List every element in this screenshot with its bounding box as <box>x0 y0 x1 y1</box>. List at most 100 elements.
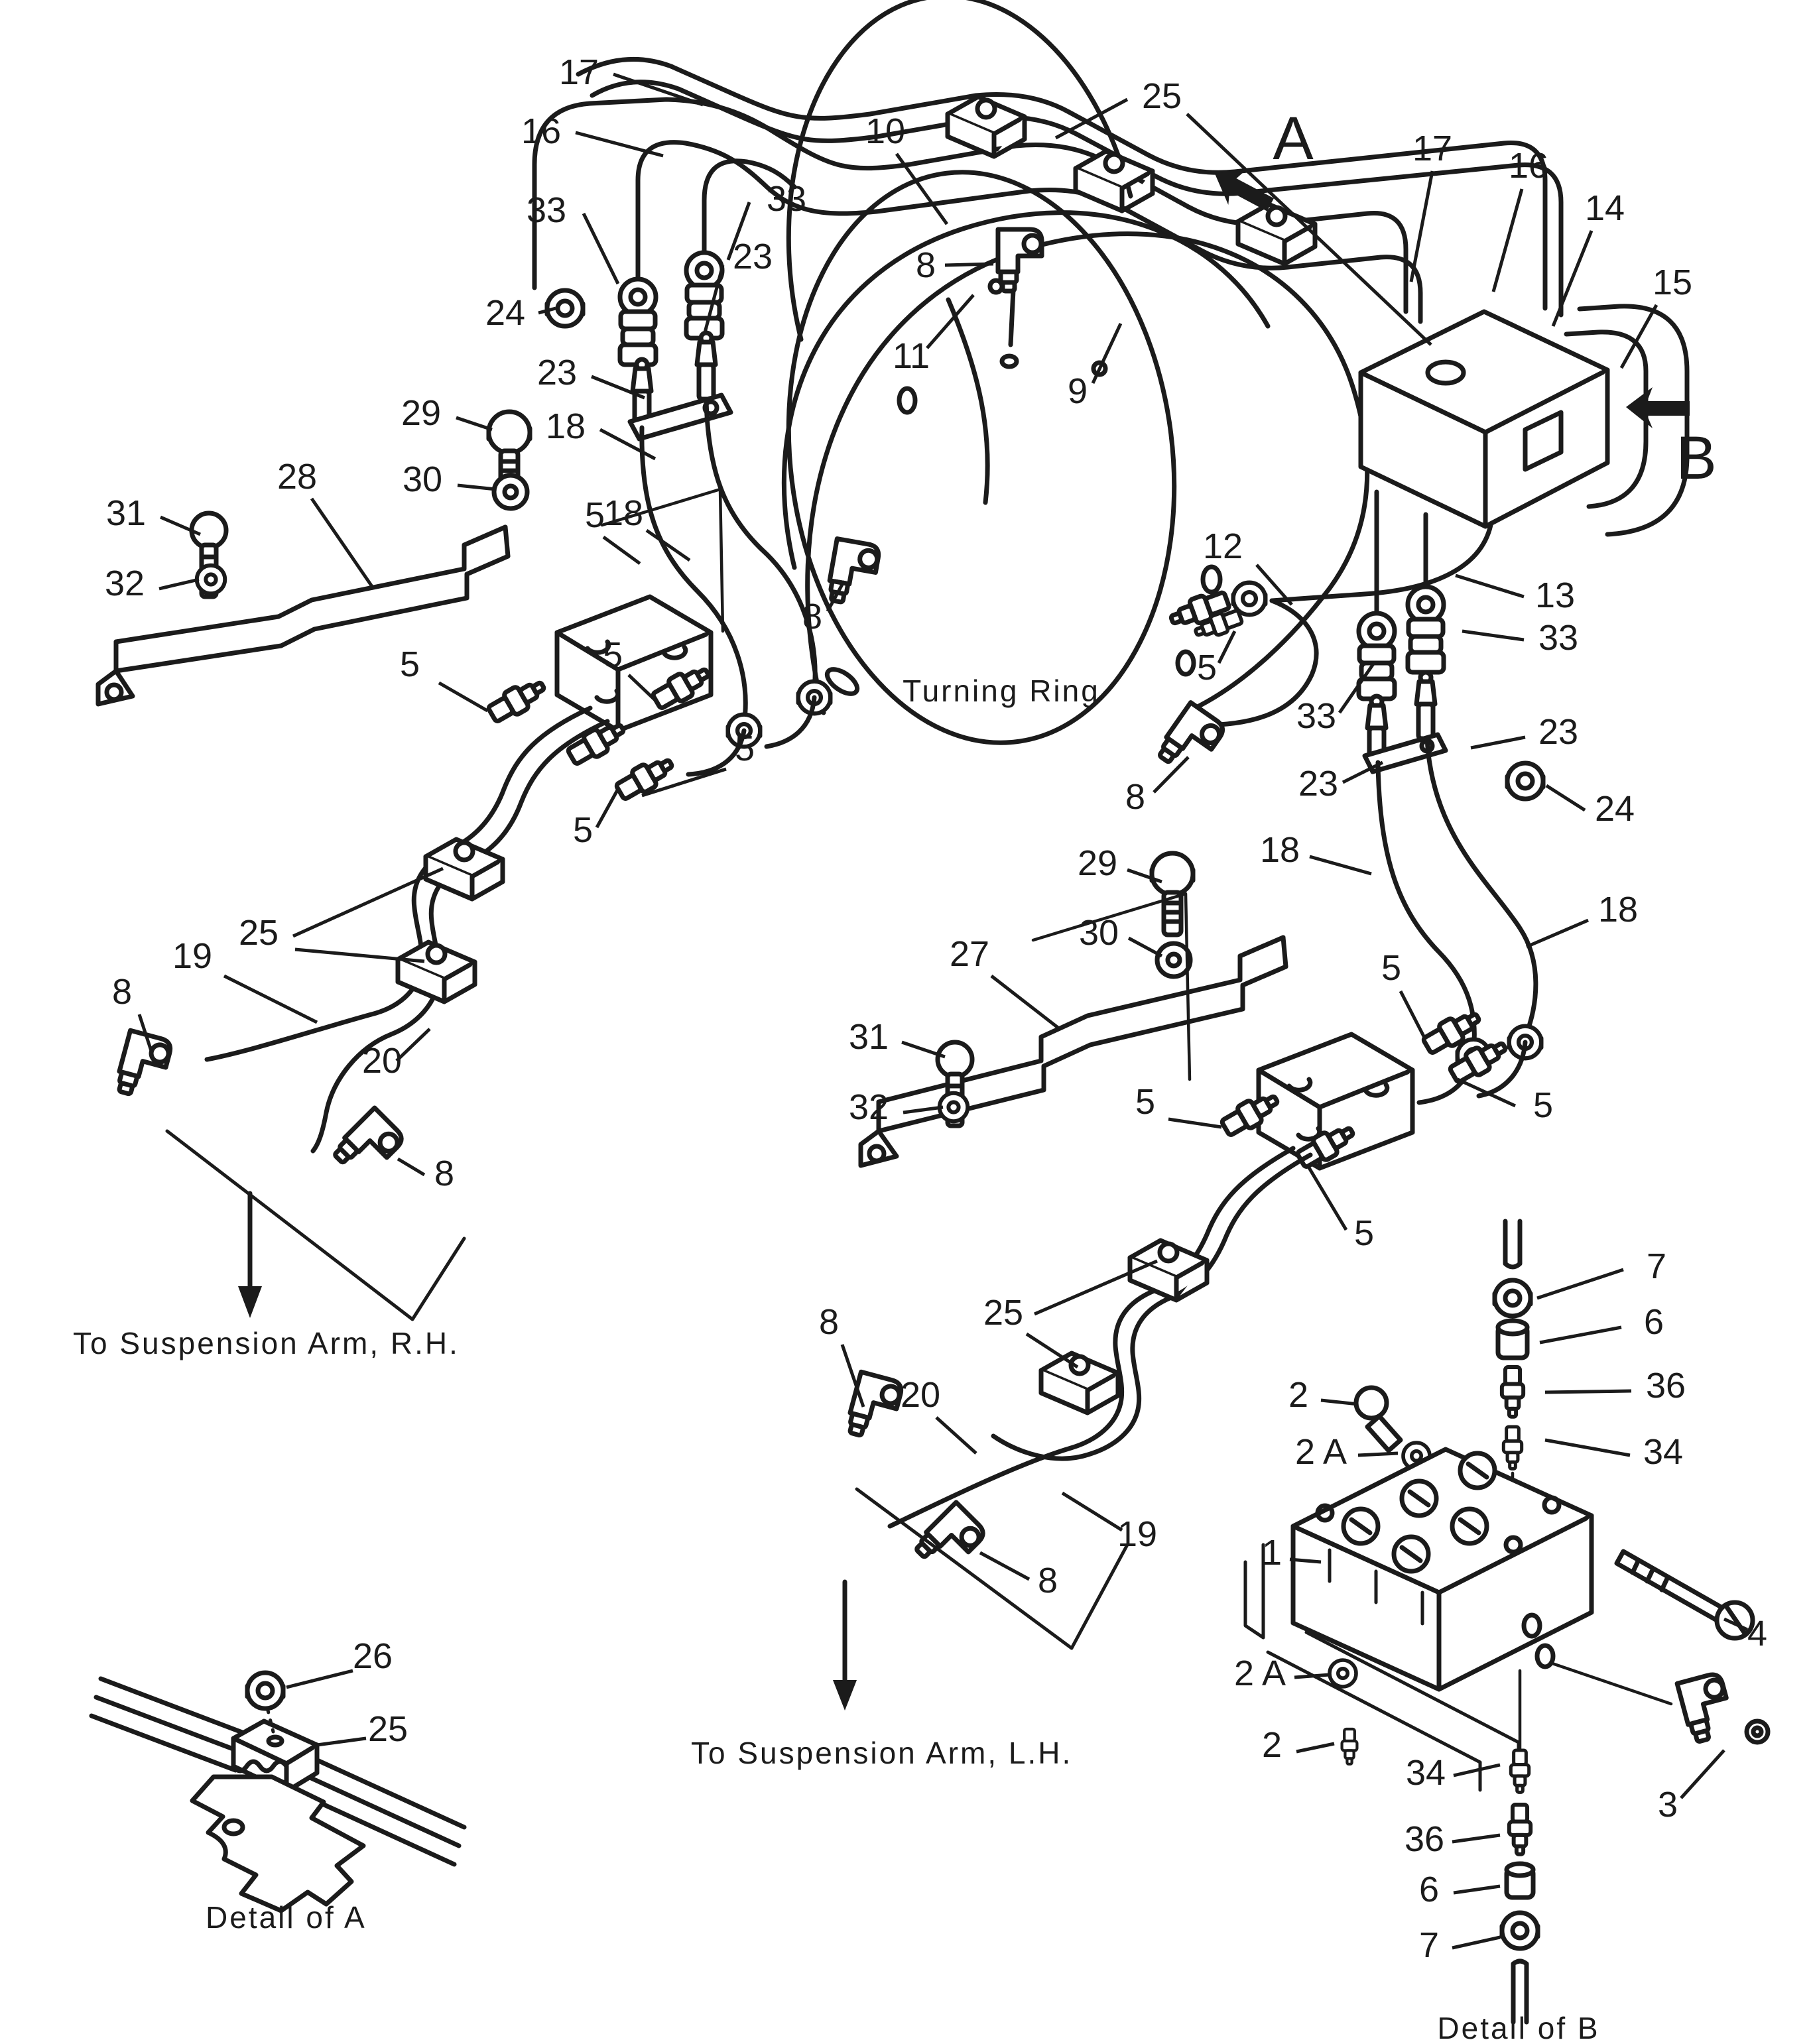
callout-29-32: 29 <box>1078 843 1117 883</box>
leader-8-37 <box>826 581 845 613</box>
callout-20-72: 20 <box>362 1041 402 1081</box>
callout-28-10: 28 <box>277 457 317 497</box>
leader-18-14 <box>645 528 691 562</box>
leader-16-21 <box>1491 188 1524 292</box>
callout-23-28: 23 <box>1538 712 1578 752</box>
callout-8-31: 8 <box>1125 777 1145 817</box>
callout-33-26: 33 <box>1538 618 1578 658</box>
leader-8-74 <box>397 1157 426 1177</box>
callout-13-24: 13 <box>1535 575 1575 615</box>
turning-ring <box>786 0 1223 745</box>
leader-29-32 <box>1127 868 1162 884</box>
callout-5-67: 5 <box>400 644 420 684</box>
callout-1-56: 1 <box>1262 1533 1282 1573</box>
callout-5-42: 5 <box>1533 1085 1553 1125</box>
leader-2-59 <box>1296 1742 1335 1754</box>
callout-16-1: 16 <box>521 111 561 151</box>
view-a-letter: A <box>1273 105 1314 172</box>
center-lower-tubes <box>833 1146 1313 1711</box>
leader-27-38 <box>990 975 1061 1030</box>
leader-34-60 <box>1453 1763 1501 1777</box>
leader-7-50 <box>1536 1268 1624 1300</box>
leader-5-36 <box>1217 630 1237 664</box>
right-manifold <box>1155 304 1690 778</box>
callout-15-23: 15 <box>1653 263 1692 302</box>
leader-8-49 <box>979 1551 1031 1581</box>
leader-15-23 <box>1619 304 1658 369</box>
leader-1-56 <box>1289 1557 1322 1564</box>
callout-5-68: 5 <box>603 635 623 675</box>
leader-36-61 <box>1452 1833 1501 1844</box>
leader-6-62 <box>1453 1884 1501 1895</box>
valve-block-assembly <box>1243 1219 1771 2025</box>
callout-25-75: 25 <box>239 913 279 953</box>
turning-ring-label: Turning Ring <box>903 674 1100 708</box>
callout-25-19: 25 <box>1142 76 1182 116</box>
text-labels: Turning Ring To Suspension Arm, R.H. To … <box>73 105 1717 2044</box>
callout-34-53: 34 <box>1643 1432 1683 1472</box>
callout-29-7: 29 <box>401 393 441 433</box>
leader-6-51 <box>1539 1325 1622 1345</box>
callout-31-11: 31 <box>106 493 146 533</box>
leader-30-9 <box>457 483 497 491</box>
leader-25-66 <box>316 1736 367 1747</box>
callout-24-5: 24 <box>485 293 525 333</box>
left-junction-block <box>486 594 714 803</box>
leader-33-26 <box>1462 629 1525 642</box>
left-fitting-cluster <box>489 229 1042 777</box>
callout-30-33: 30 <box>1079 913 1119 953</box>
callout-27-38: 27 <box>950 934 989 974</box>
callout-5-70: 5 <box>573 810 593 850</box>
leader-31-11 <box>160 515 201 536</box>
leader-12-25 <box>1255 564 1293 606</box>
leader-5-68 <box>627 674 656 701</box>
leader-33-3 <box>726 202 751 261</box>
leader-17-20 <box>1409 170 1434 282</box>
callout-5-36: 5 <box>1197 648 1217 688</box>
callout-19-48: 19 <box>1117 1514 1157 1554</box>
leader-20-72 <box>395 1028 431 1062</box>
leader-24-5 <box>538 306 556 315</box>
leader-36-52 <box>1544 1389 1632 1394</box>
callout-8-74: 8 <box>434 1154 454 1193</box>
leader-8-16 <box>944 262 994 267</box>
leader-13-24 <box>1455 573 1525 599</box>
callout-32-12: 32 <box>105 564 145 603</box>
callout-31-39: 31 <box>849 1017 889 1057</box>
leader-25-45 <box>1034 1259 1158 1316</box>
leader-33-27 <box>1338 662 1376 714</box>
leader-33-2 <box>582 212 620 285</box>
top-tube-bundle <box>532 56 1564 324</box>
leader-23-6 <box>591 375 645 400</box>
leader-19-48 <box>1061 1491 1123 1532</box>
callout-18-14: 18 <box>603 493 643 533</box>
callout-5-41: 5 <box>1135 1082 1155 1122</box>
leader-17-0 <box>613 72 704 107</box>
leader-25-75 <box>292 867 444 938</box>
leader-25-75 <box>294 947 425 963</box>
leader-32-40 <box>903 1105 944 1114</box>
leader-2-54 <box>1320 1398 1359 1406</box>
leader-2A-58 <box>1294 1673 1330 1679</box>
callout-7-50: 7 <box>1647 1246 1666 1286</box>
callout-11-17: 11 <box>893 336 930 376</box>
callout-36-61: 36 <box>1405 1819 1444 1859</box>
leader-9-18 <box>1091 322 1123 385</box>
leader-3-64 <box>1680 1749 1725 1799</box>
leader-20-47 <box>935 1416 977 1455</box>
callout-23-4: 23 <box>733 237 773 276</box>
leader-26-65 <box>286 1669 353 1689</box>
callout-3-64: 3 <box>1658 1785 1678 1825</box>
leader-23-4 <box>702 265 725 335</box>
leader-8-73 <box>137 1014 153 1052</box>
callout-5-69: 5 <box>735 729 755 768</box>
bracket-plate-28 <box>95 513 511 707</box>
callout-23-29: 23 <box>1298 764 1338 804</box>
leader-31-39 <box>901 1040 946 1059</box>
callout-5-13: 5 <box>585 495 605 535</box>
callout-2A-58: 2 A <box>1234 1653 1286 1693</box>
to-suspension-lh-label: To Suspension Arm, L.H. <box>691 1736 1072 1770</box>
leader-30-33 <box>1127 936 1163 958</box>
callout-20-47: 20 <box>901 1375 940 1415</box>
callout-23-6: 23 <box>537 353 577 392</box>
